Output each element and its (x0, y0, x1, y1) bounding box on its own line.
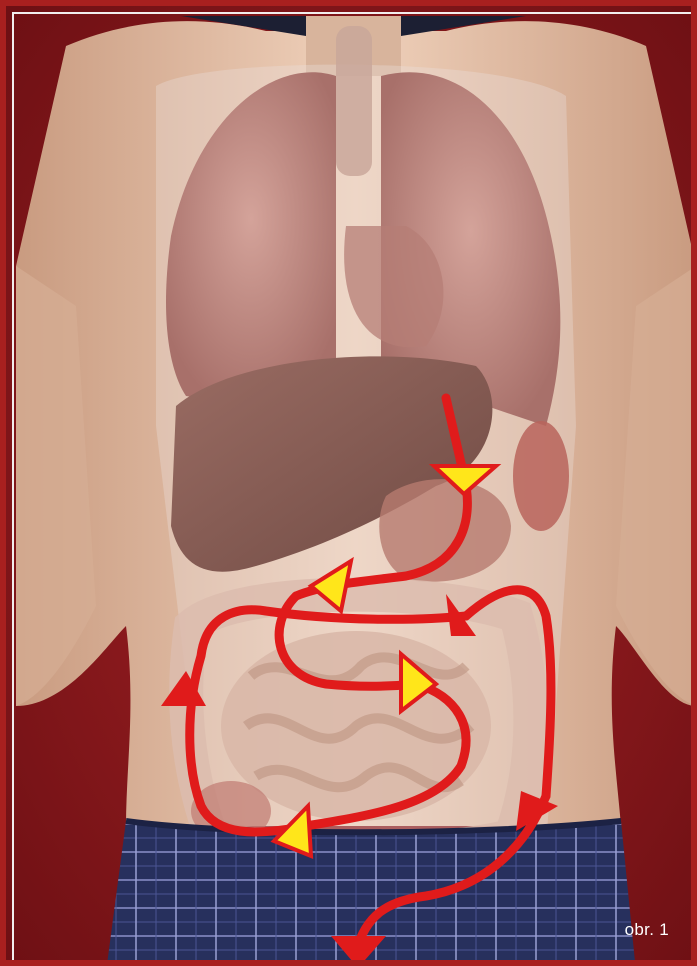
trachea (336, 26, 372, 176)
spleen (513, 421, 569, 531)
figure-caption: obr. 1 (625, 920, 669, 940)
anatomy-illustration (6, 6, 697, 966)
